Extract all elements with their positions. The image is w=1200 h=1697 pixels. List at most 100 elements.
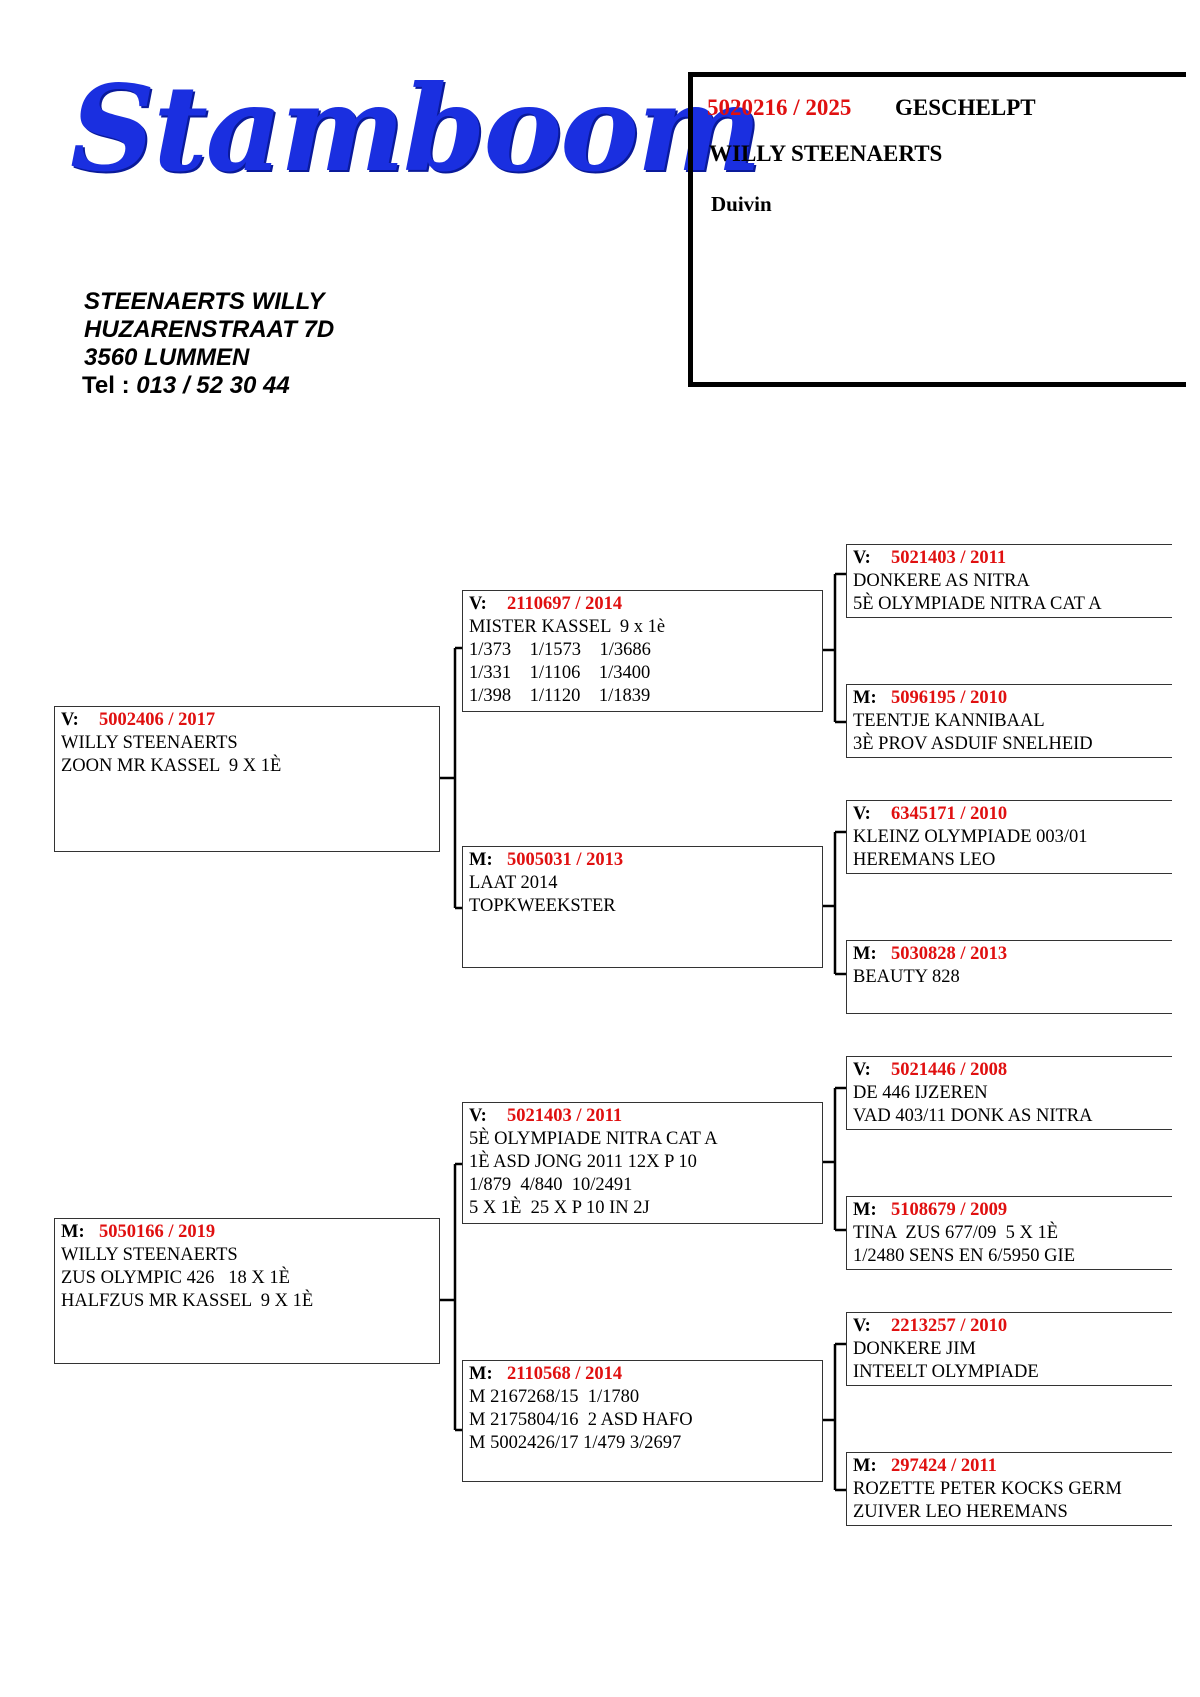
box-header: M: 5050166 / 2019: [61, 1221, 433, 1244]
box-line: KLEINZ OLYMPIADE 003/01: [853, 827, 1088, 847]
pedigree-grandfather-paternal-box: V: 2110697 / 2014 MISTER KASSEL 9 x 1è 1/…: [462, 590, 823, 712]
ring-number: 2213257 / 2010: [891, 1316, 1008, 1336]
pedigree-mother-box: M: 5050166 / 2019 WILLY STEENAERTS ZUS OL…: [54, 1218, 440, 1364]
box-line: TOPKWEEKSTER: [469, 896, 616, 916]
sex-label: V:: [853, 804, 871, 824]
ring-number: 5002406 / 2017: [99, 710, 216, 730]
pigeon-breeder: WILLY STEENAERTS: [709, 141, 943, 166]
box-line: 5È OLYMPIADE NITRA CAT A: [853, 594, 1102, 614]
ring-number: 5021446 / 2008: [891, 1060, 1008, 1080]
box-line: ROZETTE PETER KOCKS GERM: [853, 1479, 1122, 1499]
box-line: WILLY STEENAERTS: [61, 733, 238, 753]
pigeon-sex: Duivin: [711, 192, 772, 216]
box-line: VAD 403/11 DONK AS NITRA: [853, 1106, 1093, 1126]
ring-number: 5096195 / 2010: [891, 688, 1008, 708]
box-line: HALFZUS MR KASSEL 9 X 1È: [61, 1291, 314, 1311]
sex-label: V:: [853, 548, 871, 568]
owner-street: HUZARENSTRAAT 7D: [84, 316, 335, 343]
box-line: ZUIVER LEO HEREMANS: [853, 1502, 1068, 1522]
box-header: V: 5021403 / 2011: [853, 547, 1166, 570]
sex-label: V:: [469, 1106, 487, 1126]
box-line: 5È OLYMPIADE NITRA CAT A: [469, 1129, 718, 1149]
pedigree-grandfather-maternal-box: V: 5021403 / 2011 5È OLYMPIADE NITRA CAT …: [462, 1102, 823, 1224]
ring-number: 5021403 / 2011: [507, 1106, 623, 1126]
box-line: TEENTJE KANNIBAAL: [853, 711, 1045, 731]
box-header: M: 297424 / 2011: [853, 1455, 1166, 1478]
stamboom-logo: Stamboom: [70, 59, 762, 198]
box-header: V: 2110697 / 2014: [469, 593, 816, 616]
box-header: V: 6345171 / 2010: [853, 803, 1166, 826]
sex-label: M:: [853, 944, 877, 964]
ring-number: 6345171 / 2010: [891, 804, 1008, 824]
box-line: ZOON MR KASSEL 9 X 1È: [61, 756, 282, 776]
pigeon-ring-number: 5020216 / 2025: [707, 95, 852, 120]
sex-label: M:: [469, 850, 493, 870]
ring-number: 5108679 / 2009: [891, 1200, 1008, 1220]
box-line: BEAUTY 828: [853, 967, 960, 987]
box-line: DONKERE AS NITRA: [853, 571, 1030, 591]
pedigree-ggp-box-7: V: 2213257 / 2010 DONKERE JIM INTEELT OLY…: [846, 1312, 1172, 1386]
pedigree-ggp-box-4: M: 5030828 / 2013 BEAUTY 828: [846, 940, 1172, 1014]
box-line: DE 446 IJZEREN: [853, 1083, 988, 1103]
box-line: ZUS OLYMPIC 426 18 X 1È: [61, 1268, 290, 1288]
pedigree-ggp-box-2: M:5096195 / 2010 TEENTJE KANNIBAAL 3È PR…: [846, 684, 1172, 758]
box-line: 1/373 1/1573 1/3686: [469, 640, 651, 660]
pedigree-ggp-box-1: V: 5021403 / 2011 DONKERE AS NITRA 5È OLY…: [846, 544, 1172, 618]
phone-number: 013 / 52 30 44: [136, 372, 290, 399]
box-line: M 5002426/17 1/479 3/2697: [469, 1433, 682, 1453]
box-line: 1È ASD JONG 2011 12X P 10: [469, 1152, 697, 1172]
ring-number: 5030828 / 2013: [891, 944, 1008, 964]
ring-number: 2110568 / 2014: [507, 1364, 623, 1384]
box-header: M: 5005031 / 2013: [469, 849, 816, 872]
pedigree-ggp-box-8: M: 297424 / 2011 ROZETTE PETER KOCKS GERM…: [846, 1452, 1172, 1526]
box-line: M 2175804/16 2 ASD HAFO: [469, 1410, 693, 1430]
sex-label: M:: [853, 1456, 877, 1476]
sex-label: V:: [61, 710, 79, 730]
sex-label: M:: [469, 1364, 493, 1384]
pedigree-ggp-box-6: M:5108679 / 2009 TINA ZUS 677/09 5 X 1È …: [846, 1196, 1172, 1270]
pedigree-ggp-box-5: V: 5021446 / 2008 DE 446 IJZEREN VAD 403/…: [846, 1056, 1172, 1130]
ring-number: 297424 / 2011: [891, 1456, 997, 1476]
owner-phone: Tel : 013 / 52 30 44: [82, 372, 334, 400]
sex-label: V:: [469, 594, 487, 614]
box-header: V: 5021403 / 2011: [469, 1105, 816, 1128]
pedigree-grandmother-paternal-box: M: 5005031 / 2013 LAAT 2014 TOPKWEEKSTER: [462, 846, 823, 968]
box-line: MISTER KASSEL 9 x 1è: [469, 617, 666, 637]
pedigree-father-box: V: 5002406 / 2017 WILLY STEENAERTS ZOON M…: [54, 706, 440, 852]
box-line: M 2167268/15 1/1780: [469, 1387, 640, 1407]
phone-label: Tel :: [82, 372, 137, 399]
box-line: 1/879 4/840 10/2491: [469, 1175, 633, 1195]
box-line: INTEELT OLYMPIADE: [853, 1362, 1039, 1382]
box-header: V: 2213257 / 2010: [853, 1315, 1166, 1338]
ring-number: 5050166 / 2019: [99, 1222, 216, 1242]
box-line: 5 X 1È 25 X P 10 IN 2J: [469, 1198, 650, 1218]
box-header: M: 5030828 / 2013: [853, 943, 1166, 966]
pedigree-ggp-box-3: V: 6345171 / 2010 KLEINZ OLYMPIADE 003/01…: [846, 800, 1172, 874]
box-line: 1/331 1/1106 1/3400: [469, 663, 651, 683]
box-line: 1/398 1/1120 1/1839: [469, 686, 651, 706]
ring-number: 5005031 / 2013: [507, 850, 624, 870]
pigeon-color: GESCHELPT: [895, 95, 1036, 120]
ring-number: 5021403 / 2011: [891, 548, 1007, 568]
box-header: M: 5108679 / 2009: [853, 1199, 1166, 1222]
sex-label: M:: [853, 1200, 877, 1220]
box-line: TINA ZUS 677/09 5 X 1È: [853, 1223, 1059, 1243]
pigeon-info-box: 5020216 / 2025 GESCHELPT WILLY STEENAERT…: [688, 72, 1186, 387]
owner-address: STEENAERTS WILLY HUZARENSTRAAT 7D 3560 L…: [82, 288, 335, 400]
box-header: M:5096195 / 2010: [853, 687, 1166, 710]
box-line: 1/2480 SENS EN 6/5950 GIE: [853, 1246, 1075, 1266]
box-line: WILLY STEENAERTS: [61, 1245, 238, 1265]
ring-number: 2110697 / 2014: [507, 594, 623, 614]
pedigree-grandmother-maternal-box: M: 2110568 / 2014 M 2167268/15 1/1780 M 2…: [462, 1360, 823, 1482]
box-line: DONKERE JIM: [853, 1339, 976, 1359]
sex-label: V:: [853, 1316, 871, 1336]
box-line: HEREMANS LEO: [853, 850, 996, 870]
sex-label: M:: [61, 1222, 85, 1242]
box-line: LAAT 2014: [469, 873, 558, 893]
box-header: V: 5002406 / 2017: [61, 709, 433, 732]
box-header: V: 5021446 / 2008: [853, 1059, 1166, 1082]
sex-label: V:: [853, 1060, 871, 1080]
box-header: M: 2110568 / 2014: [469, 1363, 816, 1386]
owner-city: 3560 LUMMEN: [84, 344, 250, 371]
